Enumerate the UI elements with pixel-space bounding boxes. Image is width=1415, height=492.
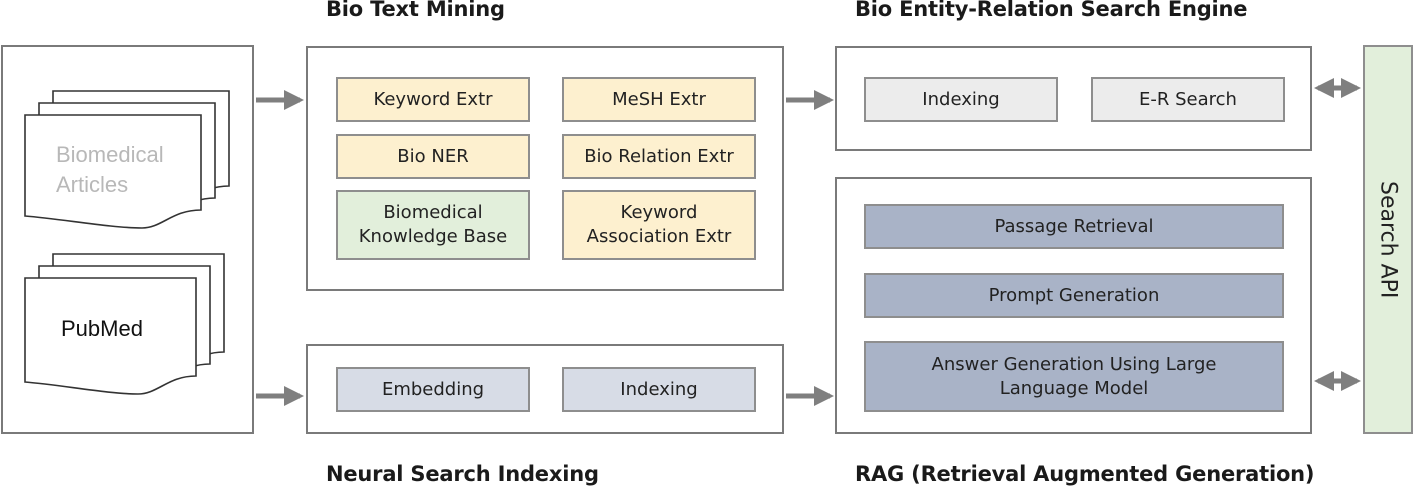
er-search-box: E-R Search [1091, 77, 1285, 122]
biomedical-articles-line-2: Articles [56, 172, 128, 197]
search-api-bar: Search API [1363, 45, 1413, 434]
pubmed-label: PubMed [61, 316, 143, 341]
neural-indexing-box: Indexing [562, 367, 756, 412]
bio-relation-extr-box: Bio Relation Extr [562, 134, 756, 179]
answer-generation-box: Answer Generation Using Large Language M… [864, 341, 1284, 412]
bio-er-search-engine-title: Bio Entity-Relation Search Engine [855, 0, 1248, 21]
keyword-extr-box: Keyword Extr [336, 77, 530, 122]
biomedical-articles-label: Biomedical Articles [56, 142, 170, 197]
er-indexing-box: Indexing [864, 77, 1058, 122]
passage-retrieval-box: Passage Retrieval [864, 204, 1284, 249]
bio-text-mining-title: Bio Text Mining [326, 0, 505, 21]
biomedical-articles-doc-stack-icon [24, 90, 230, 229]
rag-title: RAG (Retrieval Augmented Generation) [855, 462, 1315, 486]
prompt-generation-box: Prompt Generation [864, 273, 1284, 318]
neural-search-indexing-title: Neural Search Indexing [326, 462, 599, 486]
pubmed-doc-stack-icon [24, 253, 225, 395]
biomedical-knowledge-base-box: Biomedical Knowledge Base [336, 190, 530, 260]
embedding-box: Embedding [336, 367, 530, 412]
bio-ner-box: Bio NER [336, 134, 530, 179]
biomedical-articles-line-1: Biomedical [56, 142, 164, 167]
mesh-extr-box: MeSH Extr [562, 77, 756, 122]
keyword-association-extr-box: Keyword Association Extr [562, 190, 756, 260]
search-api-label: Search API [1375, 180, 1401, 299]
